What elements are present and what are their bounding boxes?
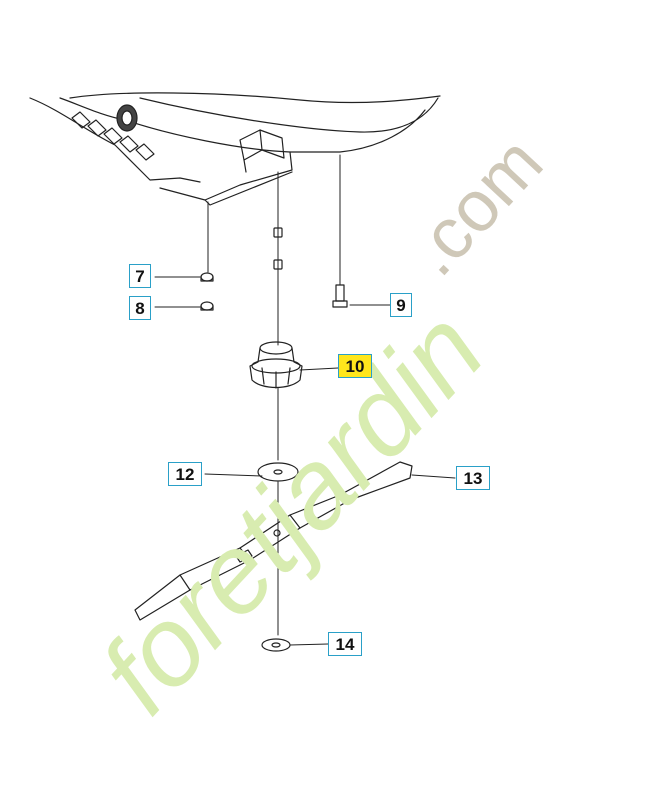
part-7-nut (200, 272, 214, 282)
part-9-bolt (332, 284, 348, 308)
callout-13[interactable]: 13 (456, 466, 490, 490)
callout-12[interactable]: 12 (168, 462, 202, 486)
callout-10[interactable]: 10 (338, 354, 372, 378)
part-10-hub (249, 341, 303, 389)
part-13-blade (134, 461, 413, 621)
callout-7[interactable]: 7 (129, 264, 151, 288)
watermark-text-2: .com (393, 122, 558, 291)
assembly-lines (154, 154, 456, 646)
callout-14[interactable]: 14 (328, 632, 362, 656)
part-12-washer (257, 462, 299, 482)
mower-deck (29, 92, 441, 206)
part-14-washer (261, 638, 291, 652)
callout-8[interactable]: 8 (129, 296, 151, 320)
callout-9[interactable]: 9 (390, 293, 412, 317)
centre-nuts (273, 227, 283, 270)
part-8-nut (200, 301, 214, 311)
watermark-text-1: foretjardin (76, 287, 507, 736)
